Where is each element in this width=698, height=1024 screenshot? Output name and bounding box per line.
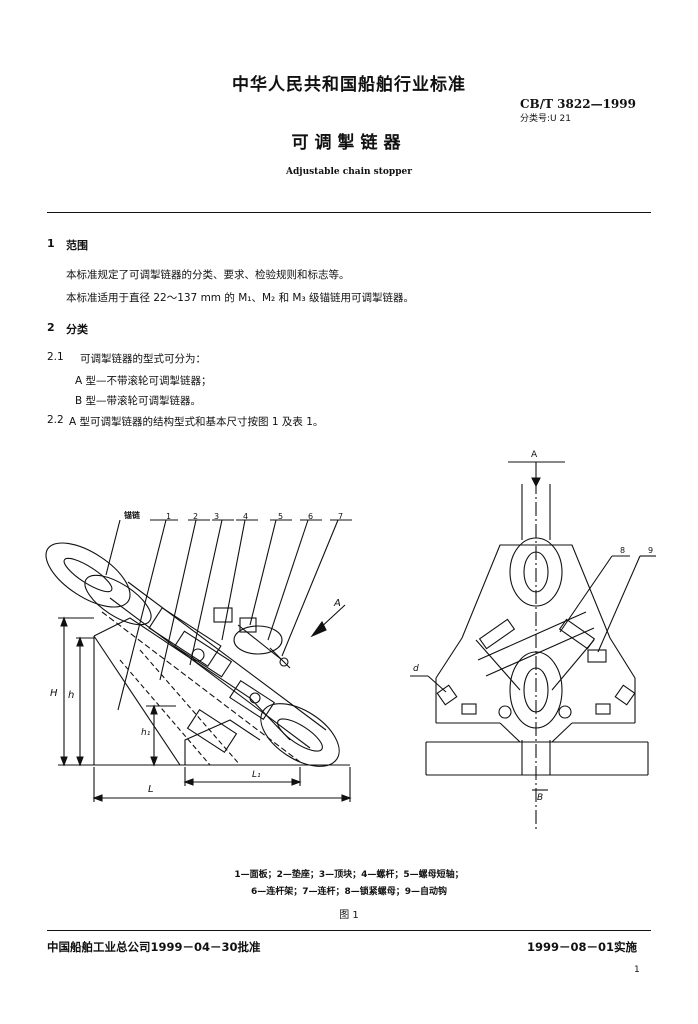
section-1-number: 1 [47, 237, 55, 250]
figure-1-drawing [45, 461, 656, 830]
label-section-a: A [531, 450, 538, 460]
document-title: 可调掣链器 [291, 133, 407, 153]
section-1-line-1: 本标准规定了可调掣链器的分类、要求、检验规则和标志等。 [66, 269, 350, 281]
document-title-en: Adjustable chain stopper [286, 167, 412, 177]
label-part-2: 2 [193, 512, 199, 521]
section-2-1-item-a: A 型—不带滚轮可调掣链器； [75, 375, 212, 387]
section-2-2-text: A 型可调掣链器的结构型式和基本尺寸按图 1 及表 1。 [69, 416, 324, 428]
section-2-1-text: 可调掣链器的型式可分为： [80, 353, 206, 365]
label-part-8: 8 [620, 546, 626, 555]
section-2-number: 2 [47, 321, 55, 334]
label-dim-L: L [148, 784, 154, 795]
label-part-5: 5 [278, 512, 284, 521]
section-2-2-number: 2.2 [47, 414, 64, 426]
header-rule [47, 212, 651, 213]
label-dim-h1: h₁ [141, 728, 151, 738]
label-part-7: 7 [338, 512, 344, 521]
approval-date: 中国船舶工业总公司1999－04－30批准 [47, 940, 261, 954]
figure-caption-line-2: 6—连杆架；7—连杆；8—锁紧螺母；9—自动钩 [250, 887, 448, 897]
label-part-4: 4 [243, 512, 249, 521]
label-part-3: 3 [214, 512, 220, 521]
label-view-a-arrow: A [334, 598, 341, 609]
page-number: 1 [634, 965, 640, 975]
label-dim-H: H [50, 688, 58, 699]
classification-code: 分类号:U 21 [520, 114, 571, 124]
section-1-line-2: 本标准适用于直径 22～137 mm 的 M₁、M₂ 和 M₃ 级锚链用可调掣链… [66, 292, 415, 304]
standard-code: CB/T 3822—1999 [520, 97, 636, 111]
label-part-6: 6 [308, 512, 314, 521]
label-part-9: 9 [648, 546, 654, 555]
label-part-1: 1 [166, 512, 172, 521]
figure-label: 图 1 [339, 910, 359, 921]
section-1-title: 范围 [66, 239, 88, 252]
figure-caption-line-1: 1—面板；2—垫座；3—顶块；4—螺杆；5—螺母短轴； [234, 870, 464, 880]
section-2-1-number: 2.1 [47, 351, 64, 363]
label-dim-L1: L₁ [252, 770, 261, 780]
section-2-1-item-b: B 型—带滚轮可调掣链器。 [75, 395, 202, 407]
label-dim-h: h [68, 690, 75, 701]
label-dim-d: d [413, 664, 419, 674]
implementation-date: 1999－08－01实施 [527, 940, 638, 954]
org-title: 中华人民共和国船舶行业标准 [232, 75, 466, 95]
section-2-title: 分类 [66, 323, 88, 336]
label-chain: 锚链 [124, 511, 140, 520]
footer-rule [47, 930, 651, 931]
label-dim-B: B [537, 793, 544, 803]
